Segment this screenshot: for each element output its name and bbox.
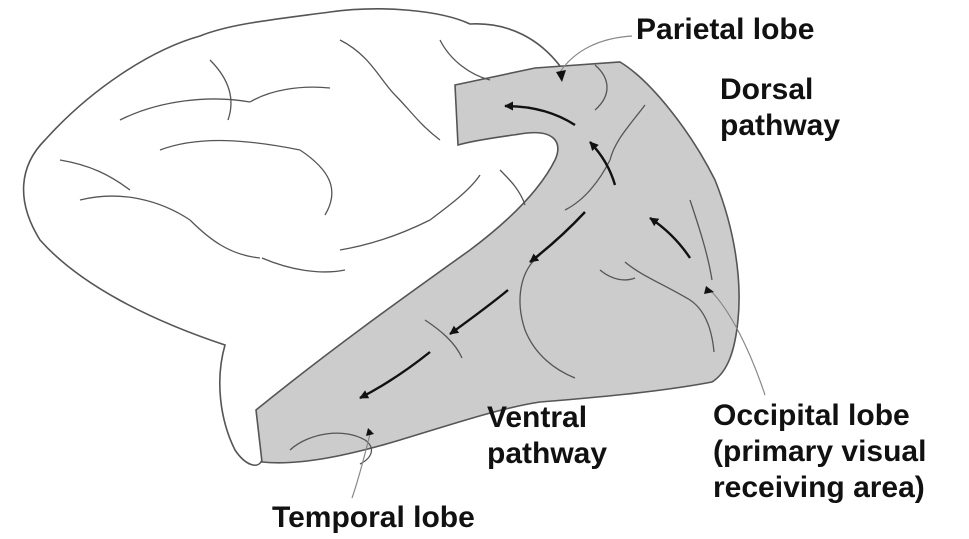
dorsal-line-2: pathway <box>720 108 840 144</box>
parietal-lobe-label: Parietal lobe <box>636 12 814 48</box>
dorsal-line-1: Dorsal <box>720 72 840 108</box>
occipital-line-2: (primary visual <box>713 434 926 470</box>
temporal-lobe-text: Temporal lobe <box>272 500 475 536</box>
ventral-line-1: Ventral <box>487 400 607 436</box>
ventral-line-2: pathway <box>487 436 607 472</box>
temporal-lobe-label: Temporal lobe <box>272 500 475 536</box>
occipital-line-1: Occipital lobe <box>713 398 926 434</box>
occipital-lobe-label: Occipital lobe (primary visual receiving… <box>713 398 926 506</box>
ventral-pathway-label: Ventral pathway <box>487 400 607 472</box>
dorsal-pathway-label: Dorsal pathway <box>720 72 840 144</box>
parietal-lobe-text: Parietal lobe <box>636 12 814 48</box>
occipital-line-3: receiving area) <box>713 470 926 506</box>
